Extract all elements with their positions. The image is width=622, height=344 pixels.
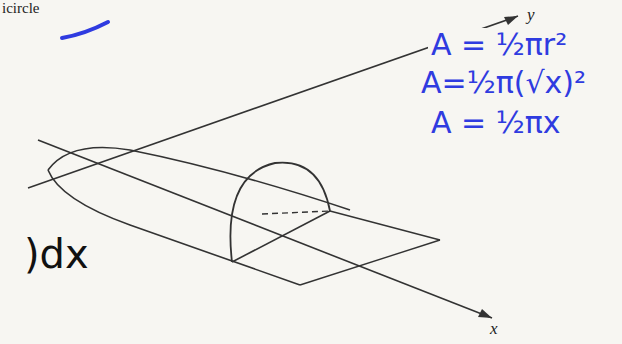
integral-fragment: )dx (24, 232, 89, 276)
area-formula: A = ½πx (428, 106, 564, 139)
area-formula: A = ½πr² (428, 28, 570, 61)
area-formula: A=½π(√x)² (418, 66, 589, 99)
section-heading: icircle (2, 0, 39, 17)
axis-label: x (490, 320, 498, 339)
axis-label: y (527, 6, 535, 25)
